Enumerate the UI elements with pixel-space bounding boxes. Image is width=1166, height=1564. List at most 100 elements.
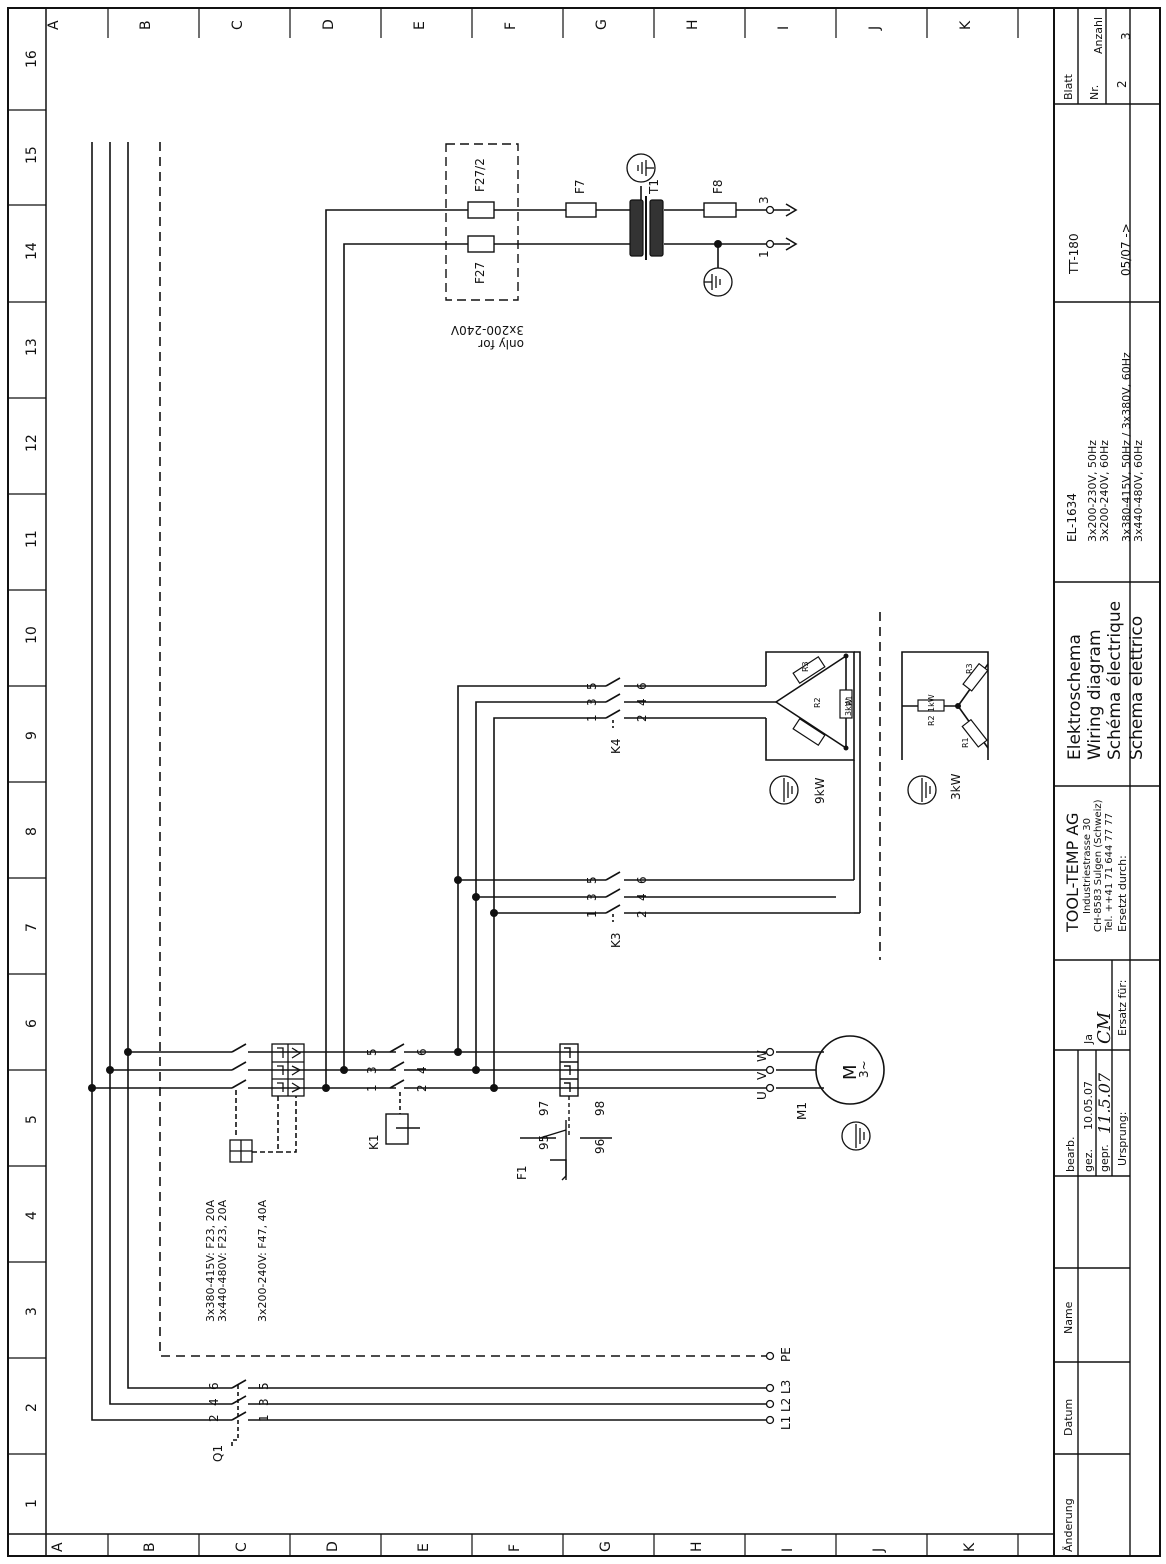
col-label: 10 [24,626,40,644]
motor-m1 [776,1035,885,1105]
fuse-f7 [565,202,597,218]
r2-label: R2 [813,697,822,708]
grid-ticks [8,8,1019,1556]
f27-2-label: F27/2 [473,158,487,192]
count-label: Anzahl [1092,17,1105,54]
k1-terminal-4: 4 [415,1066,429,1074]
fuse-note-2: 3x440-480V: F23, 20A [216,1199,229,1322]
ersatz-fuer: Ersatz für: [1116,980,1129,1036]
row-labels-top: A B C D E F G H I J K [46,19,974,31]
q1-terminal-1: 1 [257,1414,271,1422]
gepr-label: gepr. [1098,1144,1111,1172]
col-label: 6 [24,1019,40,1028]
r3-label: R3 [801,661,810,672]
k1-terminal-1: 1 [365,1084,379,1092]
f1-terminal-96: 96 [593,1139,607,1154]
sheet-label: Blatt [1062,73,1075,100]
r2-label-3kw: R2 [927,715,936,726]
terminal-pe-label: PE [779,1347,793,1362]
q1-terminal-2: 2 [207,1414,221,1422]
motor-terminal-w: W [755,1050,769,1062]
q1-terminal-6: 6 [207,1382,221,1390]
supply-lines [91,142,766,1446]
terminal-l3-label: L3 [779,1380,793,1394]
fuse-f27 [467,235,495,253]
row-label: E [412,21,428,30]
fuse-f27-2 [467,201,495,219]
datum-label: Datum [1062,1399,1075,1436]
resistor-r2-3kw [917,699,945,712]
row-label: D [321,19,337,30]
row-label: J [871,1548,887,1553]
col-label: 9 [24,731,40,740]
fuse-note-3: 3x200-240V: F47, 40A [256,1199,269,1322]
row-label: G [594,19,610,30]
row-label: D [325,1541,341,1552]
row-label: A [46,20,62,30]
resistor-r1-3kw [961,718,988,748]
heater-9kw-label: 9kW [813,777,827,804]
fuse-note-1: 3x380-415V: F23, 20A [204,1199,217,1322]
gepr-date: 11.5.07 [1095,1072,1114,1134]
terminal-l1-label: L1 [779,1416,793,1430]
k4-terminal-2: 2 [635,714,649,722]
model-label: TT-180 [1067,233,1081,275]
row-label: F [503,22,519,30]
gez-name: Ja [1082,1034,1095,1045]
diagram-title-fr: Schéma électrique [1105,601,1125,760]
col-label: 13 [24,338,40,356]
row-label: H [685,19,701,30]
col-label: 12 [24,434,40,452]
k3-terminal-4: 4 [635,893,649,901]
out-terminal-3: 3 [757,196,771,204]
voltage-line: 3x440-480V, 60Hz [1132,440,1145,542]
row-label: I [780,1548,796,1552]
col-label: 11 [24,530,40,548]
earth-icon [841,1121,871,1151]
q1-terminal-5: 5 [257,1382,271,1390]
k3-terminal-3: 3 [585,893,599,901]
earth-icon [907,775,937,805]
sheet-number: 2 [1115,80,1129,88]
r2-value-3kw: 1kW [927,694,936,712]
r1-label-3kw: R1 [961,737,970,748]
voltage-line: 3x380-415V, 50Hz / 3x380V, 60Hz [1120,352,1133,542]
k1-coil [385,1113,420,1145]
col-label: 4 [24,1211,40,1220]
bearb-label: bearb. [1064,1137,1077,1173]
junctions [88,240,722,1092]
q1-terminal-3: 3 [257,1398,271,1406]
k1-label: K1 [367,1134,381,1150]
k3-terminal-2: 2 [635,910,649,918]
k1-terminal-5: 5 [365,1048,379,1056]
motor-terminal-v: V [755,1071,769,1080]
row-label: J [867,26,883,31]
col-label: 8 [24,827,40,836]
fuses [467,201,737,253]
sheet-count: 3 [1119,32,1133,40]
terminal-l2-label: L2 [779,1398,793,1412]
f1-terminal-97: 97 [537,1101,551,1116]
row-labels-bottom: A B C D E F G H I J K [50,1541,978,1553]
k3-terminal-5: 5 [585,876,599,884]
fuse-f8 [703,202,737,218]
earth-icon [769,775,799,805]
k4-terminal-4: 4 [635,698,649,706]
row-label: E [416,1543,432,1552]
row-label: A [50,1542,66,1552]
voltage-line: 3x200-230V, 50Hz [1086,440,1099,542]
col-label: 7 [24,923,40,932]
col-label: 1 [24,1499,40,1508]
company-address: CH-8583 Sulgen (Schweiz) [1093,799,1104,932]
k3-terminal-1: 1 [585,910,599,918]
col-label: 5 [24,1115,40,1124]
row-label: K [958,20,974,30]
resistor-r3-3kw [962,662,989,692]
company-address: Industriestrasse 30 [1082,818,1093,914]
ersetzt-durch: Ersetzt durch: [1116,855,1129,932]
resistor-r3-9kw [792,655,826,685]
out-terminal-1: 1 [757,250,771,258]
title-block-text: Blatt Nr. Anzahl 2 3 TT-180 05/07 -> EL-… [1062,17,1147,1552]
transformer-t1 [629,196,664,260]
